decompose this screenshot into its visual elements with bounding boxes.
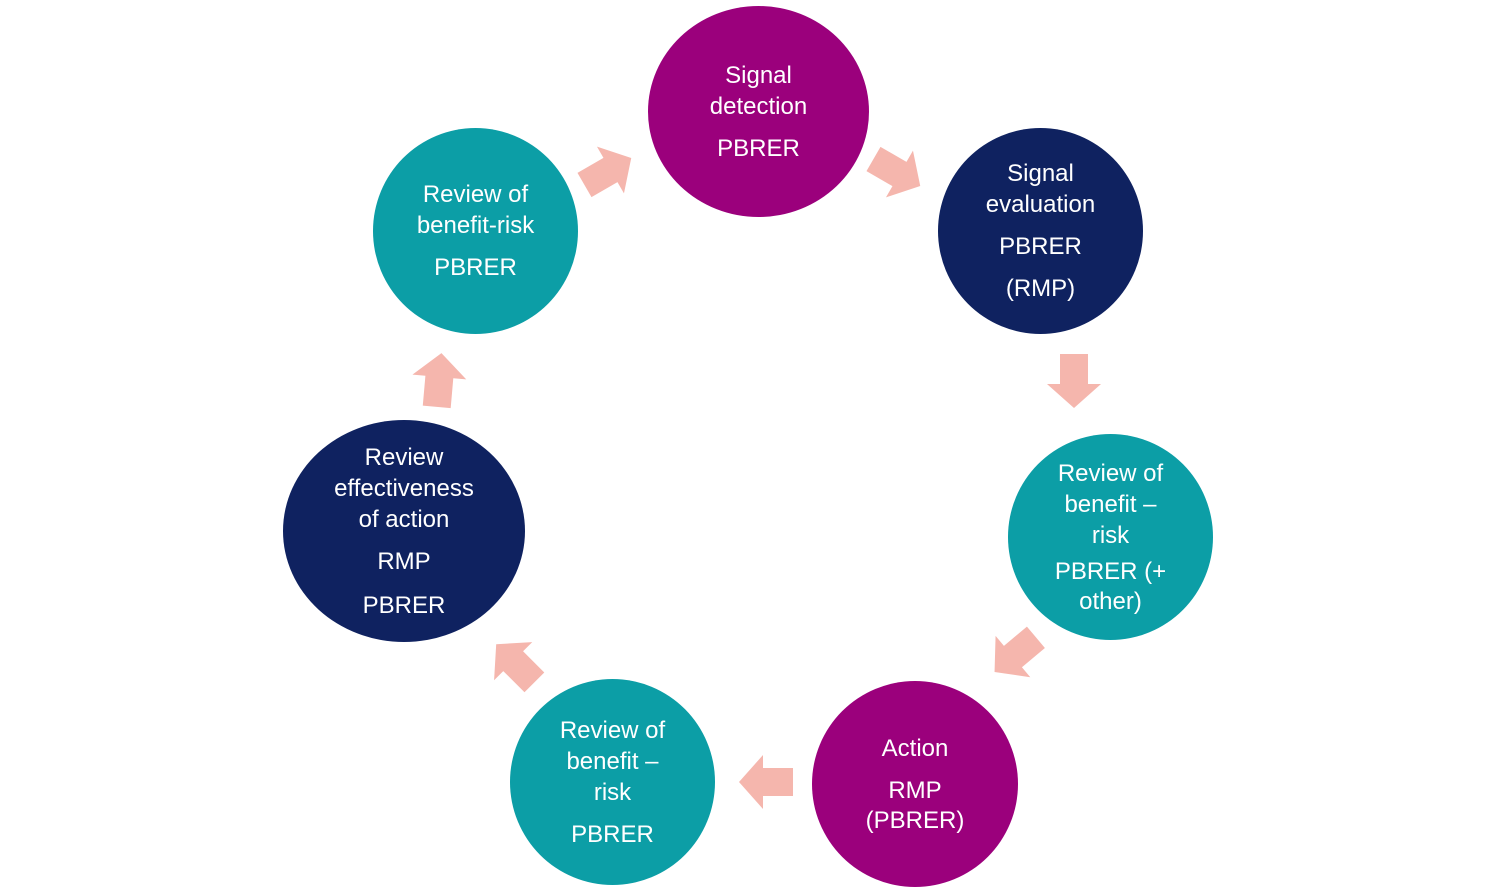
node-line: PBRER (+ other) [1054, 557, 1167, 615]
node-title: Review effectiveness of action [334, 443, 474, 533]
node-title: Review of benefit-risk [416, 181, 535, 239]
arrow-top-review-to-detection [577, 146, 632, 198]
node-title: Action [881, 734, 949, 762]
arrow-action-to-review [739, 755, 793, 809]
arrow-review-to-effectiveness [494, 642, 545, 693]
arrow-effectiveness-to-top-review [412, 353, 467, 409]
node-action: Action RMP (PBRER) [812, 681, 1018, 887]
node-review-effectiveness: Review effectiveness of action RMP PBRER [283, 420, 525, 642]
arrow-review-to-action [994, 626, 1045, 678]
node-title: Review of benefit – risk [1057, 459, 1164, 549]
node-review-benefit-risk-other: Review of benefit – risk PBRER (+ other) [1008, 434, 1213, 640]
node-line: PBRER [999, 233, 1082, 260]
node-line: RMP [377, 547, 431, 575]
node-line: (RMP) [1005, 275, 1076, 302]
node-signal-detection: Signal detection PBRER [648, 6, 869, 217]
node-line: PBRER [434, 254, 517, 281]
node-line: PBRER [571, 820, 654, 848]
node-review-benefit-risk-top: Review of benefit-risk PBRER [373, 128, 578, 334]
node-line: RMP (PBRER) [865, 776, 965, 834]
node-title: Signal detection [709, 61, 808, 120]
node-title: Review of benefit – risk [559, 716, 666, 806]
node-line: PBRER [362, 591, 446, 619]
node-signal-evaluation: Signal evaluation PBRER (RMP) [938, 128, 1143, 334]
arrow-evaluation-to-review [1047, 354, 1101, 408]
arrow-detection-to-evaluation [866, 146, 921, 198]
node-line: PBRER [717, 134, 800, 162]
node-title: Signal evaluation [985, 160, 1096, 218]
node-review-benefit-risk: Review of benefit – risk PBRER [510, 679, 715, 885]
